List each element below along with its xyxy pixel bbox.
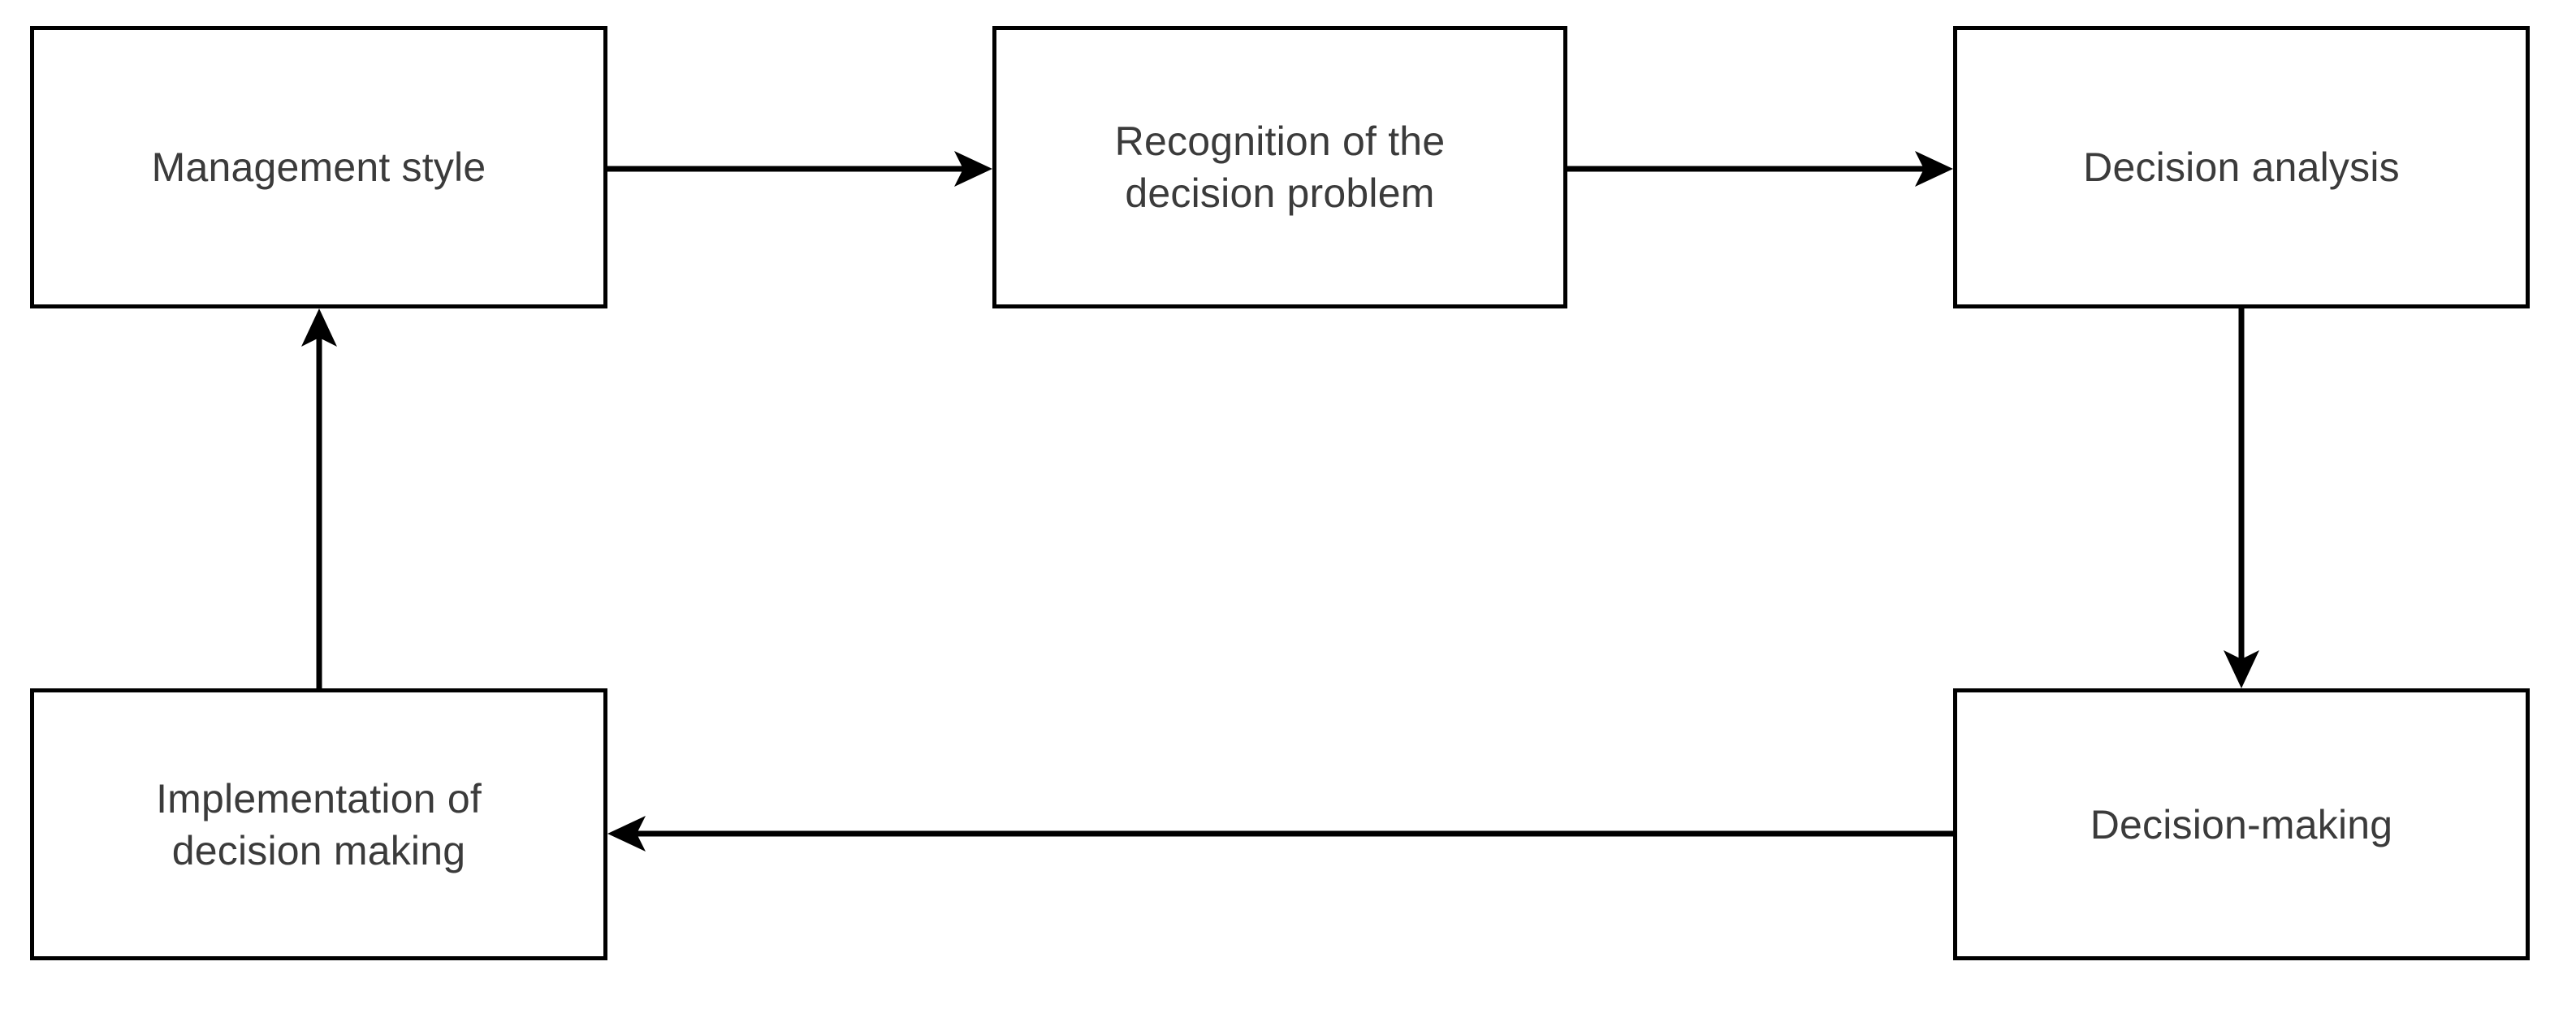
arrowhead-right-icon	[1915, 151, 1953, 187]
connector-decision-making-to-implementation	[607, 816, 1953, 852]
node-decision-making[interactable]: Decision-making	[1953, 688, 2530, 960]
node-recognition-of-the-decision-problem[interactable]: Recognition of the decision problem	[992, 26, 1567, 308]
node-management-style[interactable]: Management style	[30, 26, 607, 308]
connector-decision-analysis-to-decision-making	[2224, 308, 2259, 688]
arrowhead-left-icon	[607, 816, 646, 852]
arrowhead-down-icon	[2224, 650, 2259, 688]
node-implementation-of-decision-making[interactable]: Implementation of decision making	[30, 688, 607, 960]
arrowhead-right-icon	[954, 151, 992, 187]
node-label: Decision-making	[2090, 801, 2393, 847]
node-label: Implementation of decision making	[156, 775, 482, 873]
connector-management-style-to-recognition	[607, 151, 992, 187]
connector-implementation-to-management-style	[301, 308, 337, 688]
node-label: Recognition of the decision problem	[1114, 119, 1446, 216]
node-label: Management style	[151, 144, 486, 190]
node-label: Decision analysis	[2083, 144, 2400, 190]
node-decision-analysis[interactable]: Decision analysis	[1953, 26, 2530, 308]
arrowhead-up-icon	[301, 308, 337, 347]
connector-recognition-to-decision-analysis	[1567, 151, 1953, 187]
